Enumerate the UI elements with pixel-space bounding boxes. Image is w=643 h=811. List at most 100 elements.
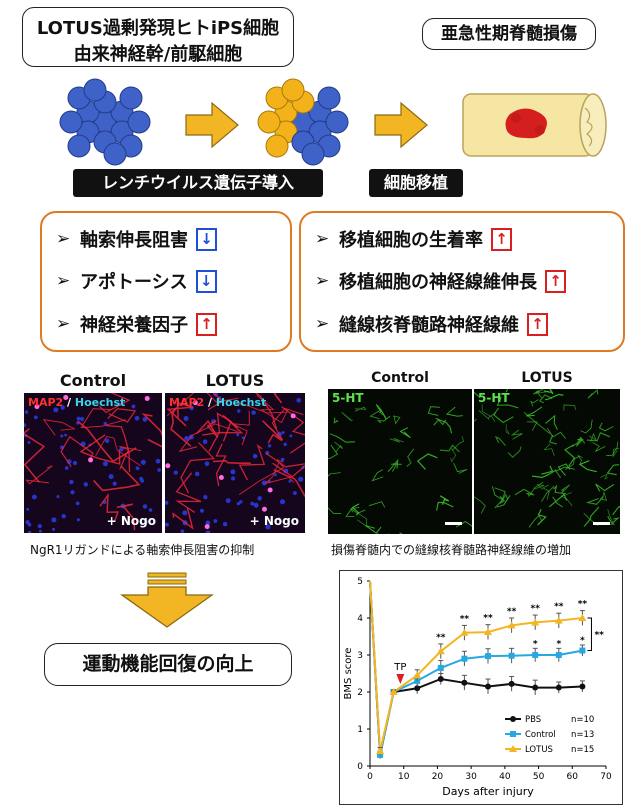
effect-row: ➢ 移植細胞の生着率 ↑	[315, 226, 512, 252]
nucleus-dot	[296, 397, 302, 403]
nucleus-dot	[203, 495, 208, 500]
nucleus-dot	[231, 476, 236, 481]
cell-body	[218, 475, 224, 481]
y-tick-label: 0	[357, 762, 363, 772]
fiber	[450, 448, 457, 463]
sig-top-label: **	[483, 614, 493, 624]
fiber	[445, 406, 463, 417]
x-tick-label: 20	[432, 772, 444, 782]
effects-right-box: ➢ 移植細胞の生着率 ↑ ➢ 移植細胞の神経線維伸長 ↑ ➢ 縫線核脊髄路神経線…	[299, 211, 625, 352]
cells-title-box: LOTUS過剰発現ヒトiPS細胞 由来神経幹/前駆細胞	[22, 7, 294, 67]
fiber	[416, 453, 438, 470]
fiber	[505, 424, 510, 435]
nucleus-dot	[173, 470, 178, 475]
injury-title: 亜急性期脊髄損傷	[441, 24, 577, 44]
nucleus-dot	[145, 520, 149, 524]
micro-right-caption: 損傷脊髄内での縫線核脊髄路神経線維の増加	[331, 543, 572, 557]
data-point	[555, 684, 562, 691]
nucleus-dot	[64, 466, 69, 470]
nucleus-dot	[194, 471, 200, 477]
neurite-image	[165, 393, 305, 533]
fiber	[588, 432, 598, 442]
data-point	[532, 652, 539, 658]
neurite	[273, 469, 305, 498]
nucleus-dot	[204, 461, 210, 467]
fiber	[451, 436, 465, 451]
fiber	[345, 507, 360, 517]
data-point	[461, 655, 468, 662]
micro-right-title-control: Control	[371, 370, 429, 386]
effect-text: 移植細胞の神経線維伸長	[339, 272, 537, 293]
nucleus-dot	[265, 524, 271, 530]
stain-label: MAP2 / Hoechst	[169, 396, 266, 409]
stain-map2: MAP2	[28, 396, 64, 409]
data-point	[485, 683, 491, 690]
neurite	[212, 460, 251, 464]
stain-label: MAP2 / Hoechst	[28, 396, 125, 409]
mixed-cell	[281, 78, 305, 102]
nucleus-dot	[79, 416, 85, 422]
fiber	[365, 525, 382, 534]
fiber	[433, 419, 447, 426]
data-point	[531, 618, 540, 626]
y-axis-label: BMS score	[343, 648, 354, 700]
nucleus-dot	[230, 469, 236, 475]
fiber	[399, 427, 411, 439]
micrograph-control-map2: MAP2 / Hoechst + Nogo	[24, 393, 162, 533]
legend-label: PBS	[525, 715, 541, 725]
arrow-up-icon: ↑	[527, 312, 548, 336]
fiber	[530, 399, 539, 407]
data-point	[414, 677, 421, 684]
bullet-icon: ➢	[315, 229, 330, 249]
neurite	[235, 403, 288, 414]
effect-row: ➢ アポトーシス ↓	[56, 268, 217, 294]
data-point	[389, 688, 398, 695]
neurite	[180, 442, 216, 494]
neurite	[255, 393, 278, 431]
bullet-icon: ➢	[56, 271, 71, 291]
fiber	[354, 406, 367, 412]
nucleus-dot	[134, 415, 140, 421]
nucleus-dot	[289, 434, 293, 438]
fiber	[553, 484, 566, 495]
fiber	[507, 446, 522, 458]
nucleus-dot	[26, 507, 30, 511]
sig-mid-label: *	[556, 639, 561, 649]
nucleus-dot	[51, 517, 57, 523]
tp-label: TP	[393, 662, 406, 673]
neurite	[273, 393, 283, 404]
nucleus-dot	[142, 417, 148, 422]
fiber	[600, 473, 609, 480]
fiber	[369, 410, 384, 420]
nucleus-dot	[199, 508, 204, 513]
y-tick-label: 3	[357, 651, 363, 661]
fiber	[474, 418, 477, 422]
cell-body	[34, 404, 40, 410]
fiber	[541, 465, 554, 475]
nucleus-dot	[182, 510, 188, 516]
legend-n: n=13	[571, 730, 594, 740]
fiber	[542, 484, 550, 500]
neurite	[170, 407, 192, 448]
blue-cell	[83, 78, 107, 102]
sig-top-label: **	[436, 633, 446, 643]
fiber	[406, 448, 415, 468]
x-tick-label: 70	[600, 772, 612, 782]
nucleus-dot	[76, 416, 81, 421]
cell-body	[261, 506, 267, 512]
mixed-cell-cluster	[257, 78, 349, 166]
nucleus-dot	[69, 479, 74, 485]
nucleus-dot	[104, 438, 110, 444]
nucleus-dot	[31, 494, 37, 500]
fiber	[333, 417, 339, 424]
effect-row: ➢ 軸索伸長阻害 ↓	[56, 226, 217, 252]
nucleus-dot	[251, 410, 256, 415]
fiber	[557, 463, 571, 476]
legend-label: LOTUS	[525, 745, 553, 755]
x-tick-label: 50	[533, 772, 545, 782]
fiber	[563, 404, 577, 411]
fiber	[474, 391, 481, 399]
nucleus-dot	[112, 481, 117, 486]
fiber	[491, 486, 505, 501]
